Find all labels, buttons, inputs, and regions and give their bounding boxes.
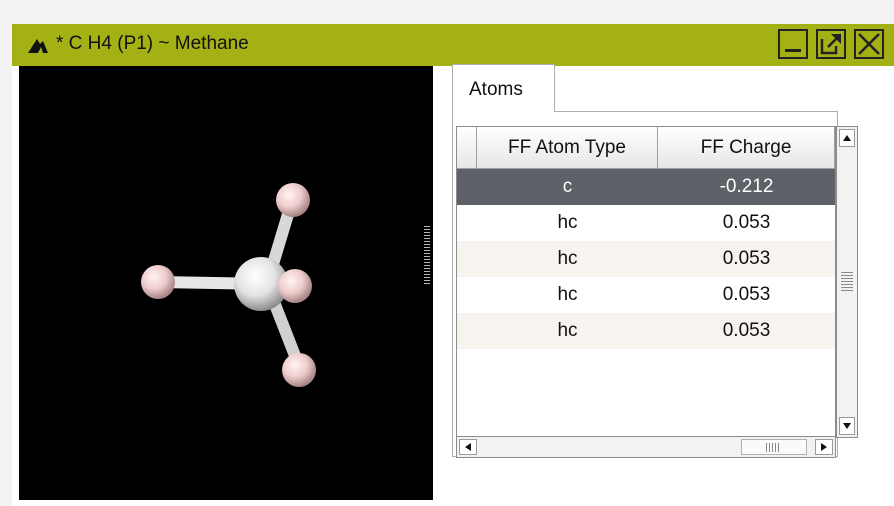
scroll-down-button[interactable]: [839, 417, 855, 435]
window-title: * C H4 (P1) ~ Methane: [56, 33, 249, 54]
table-row[interactable]: hc 0.053: [457, 241, 835, 277]
atoms-table: FF Atom Type FF Charge c -0.212 hc 0.053…: [456, 126, 836, 456]
tab-atoms[interactable]: Atoms: [452, 64, 555, 112]
molecule-app-icon: [28, 39, 48, 53]
hydrogen-atom[interactable]: [278, 269, 312, 303]
scroll-right-button[interactable]: [815, 439, 833, 455]
hydrogen-atom[interactable]: [282, 353, 316, 387]
panel-splitter-handle[interactable]: [424, 226, 430, 286]
tab-atoms-label: Atoms: [469, 79, 523, 100]
cell-ff-charge: -0.212: [719, 176, 774, 197]
cell-ff-atom-type: hc: [557, 320, 578, 341]
table-row[interactable]: hc 0.053: [457, 205, 835, 241]
methane-molecule-render: [141, 183, 316, 387]
table-row[interactable]: hc 0.053: [457, 277, 835, 313]
hydrogen-atom[interactable]: [276, 183, 310, 217]
column-header-ff-charge[interactable]: FF Charge: [658, 127, 835, 169]
minimize-button[interactable]: [778, 29, 808, 59]
cell-ff-charge: 0.053: [722, 212, 771, 233]
cell-ff-atom-type: hc: [557, 248, 578, 269]
close-button[interactable]: [854, 29, 884, 59]
cell-ff-charge: 0.053: [722, 248, 771, 269]
window-titlebar[interactable]: * C H4 (P1) ~ Methane: [12, 24, 894, 66]
horizontal-scroll-thumb[interactable]: [741, 439, 807, 455]
popout-icon: [820, 34, 841, 55]
carbon-atom[interactable]: [234, 257, 288, 311]
hydrogen-atom[interactable]: [141, 265, 175, 299]
row-header-corner: [457, 127, 477, 169]
cell-ff-atom-type: hc: [557, 212, 578, 233]
cell-ff-atom-type: hc: [557, 284, 578, 305]
scroll-left-button[interactable]: [459, 439, 477, 455]
cell-ff-atom-type: c: [562, 176, 573, 197]
scroll-grip-icon[interactable]: [841, 272, 853, 292]
cell-ff-charge: 0.053: [722, 284, 771, 305]
horizontal-scrollbar[interactable]: [456, 436, 836, 458]
scroll-up-button[interactable]: [839, 129, 855, 147]
column-header-ff-atom-type[interactable]: FF Atom Type: [477, 127, 658, 169]
table-row[interactable]: hc 0.053: [457, 313, 835, 349]
molecule-3d-viewport[interactable]: [19, 66, 433, 500]
cell-ff-charge: 0.053: [722, 320, 771, 341]
table-row[interactable]: c -0.212: [457, 169, 835, 205]
vertical-scrollbar[interactable]: [836, 126, 858, 438]
popout-button[interactable]: [816, 29, 846, 59]
close-icon: [858, 33, 880, 55]
